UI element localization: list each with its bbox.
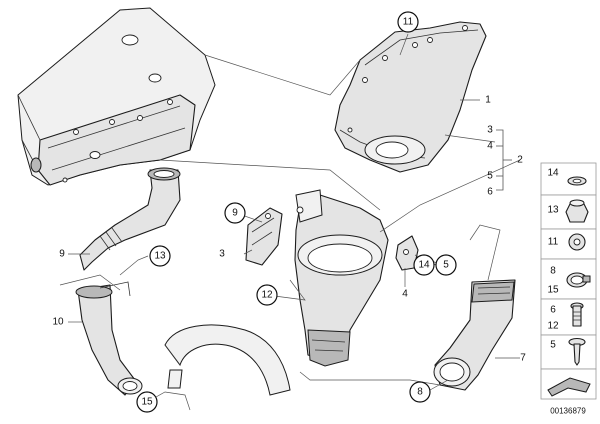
label-4: 4 (402, 289, 408, 300)
bellows-hose-upper (79, 167, 181, 271)
label-bracket (496, 129, 512, 191)
air-filter-housing (17, 7, 216, 186)
callout-8: 8 (409, 381, 431, 403)
label-2: 2 (517, 155, 523, 166)
intake-pipe-lower (75, 281, 143, 396)
document-number: 00136879 (550, 407, 586, 416)
callout-14-text: 14 (418, 260, 430, 271)
callout-12: 12 (256, 284, 278, 306)
callout-14: 14 (413, 254, 435, 276)
legend-5: 5 (550, 340, 556, 351)
callout-13: 13 (149, 245, 171, 267)
intake-duct-upper (334, 21, 487, 173)
callout-15: 15 (136, 391, 158, 413)
callout-9-text: 9 (232, 208, 238, 219)
label-9: 9 (59, 249, 65, 260)
legend-14: 14 (547, 168, 559, 179)
label-4-top: 4 (487, 141, 493, 152)
label-1: 1 (485, 95, 491, 106)
callout-12-text: 12 (261, 290, 273, 301)
label-3: 3 (219, 249, 225, 260)
label-3-top: 3 (487, 125, 493, 136)
parts-legend: 14 13 11 8 15 6 12 5 (540, 162, 597, 400)
curved-pipe (164, 324, 291, 396)
callout-13-text: 13 (154, 251, 166, 262)
legend-13: 13 (547, 205, 559, 216)
legend-6: 6 (550, 305, 556, 316)
callout-9: 9 (224, 202, 246, 224)
label-10: 10 (52, 317, 64, 328)
intake-pipe-right (433, 279, 516, 391)
label-5-top: 5 (487, 171, 493, 182)
callout-11: 11 (397, 11, 419, 33)
label-7: 7 (520, 353, 526, 364)
legend-12: 12 (547, 321, 559, 332)
generic-part-icon (547, 377, 591, 397)
legend-15: 15 (547, 285, 559, 296)
legend-11: 11 (548, 237, 559, 248)
bracket-part (395, 235, 419, 271)
legend-8: 8 (550, 266, 556, 277)
callout-5-text: 5 (443, 260, 449, 271)
label-6-top: 6 (487, 187, 493, 198)
nut-icon (565, 203, 589, 223)
callout-11-text: 11 (403, 17, 414, 28)
callout-15-text: 15 (141, 397, 153, 408)
intake-funnel (294, 189, 389, 367)
callout-8-text: 8 (417, 387, 423, 398)
callout-5: 5 (435, 254, 457, 276)
sensor-part (245, 207, 283, 266)
